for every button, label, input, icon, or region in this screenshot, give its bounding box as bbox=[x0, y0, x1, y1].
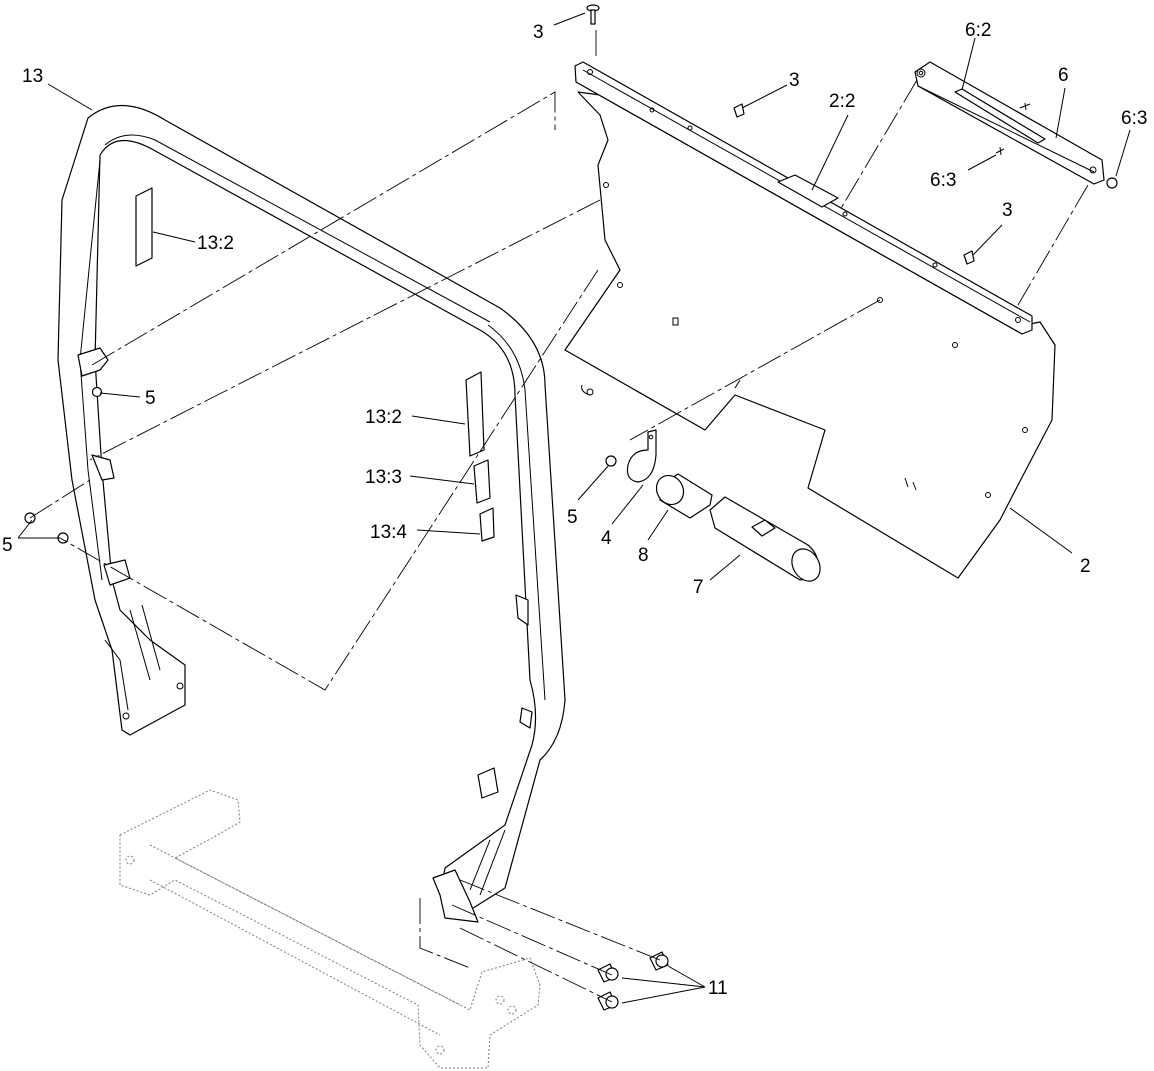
callout-6-2: 6:2 bbox=[965, 20, 991, 41]
nut-5-left-mid bbox=[91, 386, 103, 398]
frame-crossmember-ghost bbox=[119, 789, 541, 1069]
alignment-lines bbox=[29, 30, 1089, 1003]
bolt-11-lower bbox=[597, 991, 619, 1011]
callout-8: 8 bbox=[638, 545, 649, 566]
callout-7: 7 bbox=[693, 577, 704, 598]
canopy-panel bbox=[564, 91, 1056, 579]
bolt-11-mid bbox=[597, 963, 619, 983]
clamp-4 bbox=[626, 429, 657, 483]
bolt-11-upper bbox=[649, 951, 669, 971]
nut-5-clamp bbox=[605, 455, 617, 467]
bolt-3-mid bbox=[733, 103, 745, 118]
callout-5-left-low: 5 bbox=[2, 535, 13, 556]
callout-13-2-upper: 13:2 bbox=[197, 233, 234, 254]
callout-13-3: 13:3 bbox=[365, 467, 402, 488]
callout-4: 4 bbox=[601, 528, 612, 549]
decal-13-2-lower bbox=[465, 371, 485, 457]
bolt-3-top bbox=[586, 4, 600, 25]
handle-7 bbox=[709, 496, 821, 582]
bolt-3-right bbox=[963, 250, 975, 265]
callout-3-top: 3 bbox=[533, 22, 544, 43]
callout-11: 11 bbox=[708, 978, 728, 999]
callout-13: 13 bbox=[22, 66, 43, 87]
bracket-6 bbox=[914, 61, 1118, 189]
callout-13-2-lower: 13:2 bbox=[365, 407, 402, 428]
decal-2-2 bbox=[777, 174, 839, 208]
callout-5-left-mid: 5 bbox=[145, 388, 156, 409]
grip-8 bbox=[655, 473, 713, 519]
callout-2: 2 bbox=[1080, 556, 1091, 577]
callout-3-mid: 3 bbox=[789, 70, 800, 91]
decal-13-4 bbox=[479, 507, 495, 542]
callout-6-3-left: 6:3 bbox=[930, 170, 956, 191]
roll-bar-13 bbox=[57, 104, 566, 923]
callout-3-right: 3 bbox=[1002, 200, 1013, 221]
callout-13-4: 13:4 bbox=[370, 522, 407, 543]
callout-6-3-right: 6:3 bbox=[1121, 108, 1147, 129]
callout-2-2: 2:2 bbox=[829, 91, 855, 112]
callout-labels: 13 13:2 5 5 3 3 3 2:2 6:2 6 6:3 6:3 13:2… bbox=[2, 20, 1147, 999]
decal-13-2-upper bbox=[135, 187, 153, 267]
callout-5-clamp: 5 bbox=[567, 507, 578, 528]
leader-lines bbox=[17, 12, 1131, 1004]
decal-13-3 bbox=[473, 459, 491, 504]
callout-6: 6 bbox=[1058, 65, 1069, 86]
